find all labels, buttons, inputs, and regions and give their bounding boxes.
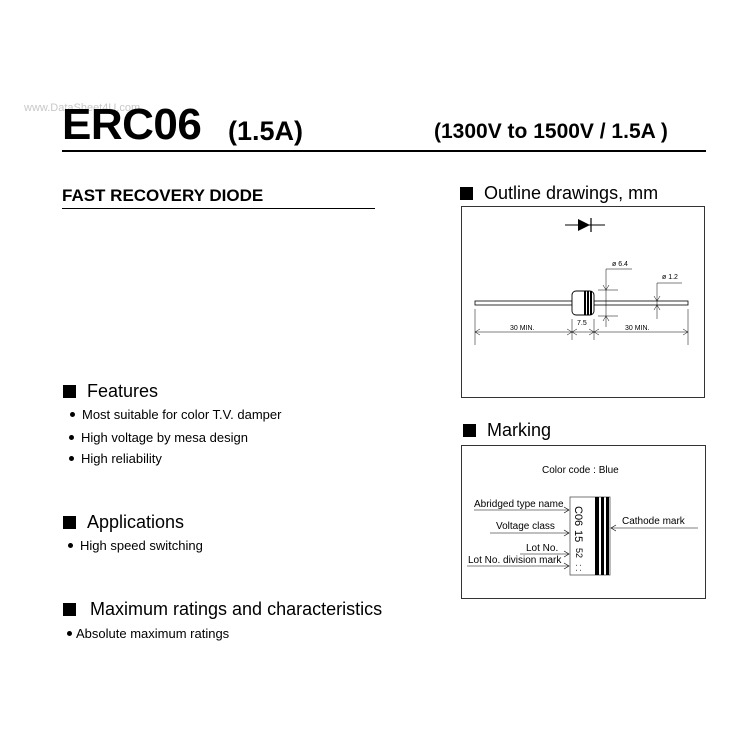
lot-no-label: Lot No. <box>526 543 559 554</box>
feature-text: High reliability <box>81 451 162 466</box>
subtitle-divider <box>62 208 375 209</box>
square-bullet-icon <box>463 424 476 437</box>
color-code-label: Color code : Blue <box>542 465 619 476</box>
lead-left-length-label: 30 MIN. <box>510 325 535 332</box>
applications-heading: Applications <box>63 512 184 533</box>
title-divider <box>62 150 706 152</box>
diode-outline-drawing: ø 6.4 ø 1.2 30 MIN. 7.5 30 MIN. <box>474 218 689 345</box>
marking-heading-label: Marking <box>487 420 552 440</box>
lot-division-label: Lot No. division mark <box>468 555 562 566</box>
feature-item: Most suitable for color T.V. damper <box>70 407 281 422</box>
current-rating: (1.5A) <box>228 116 304 146</box>
feature-text: Most suitable for color T.V. damper <box>82 407 282 422</box>
features-heading-label: Features <box>87 381 159 401</box>
rating-text: Absolute maximum ratings <box>76 626 230 641</box>
features-heading: Features <box>63 381 158 402</box>
marking-heading: Marking <box>463 420 551 441</box>
lead-diameter-label: ø 1.2 <box>662 274 678 281</box>
abridged-type-name-label: Abridged type name <box>474 499 564 510</box>
outline-drawing-box: ø 6.4 ø 1.2 30 MIN. 7.5 30 MIN. <box>461 206 705 398</box>
diode-symbol-icon <box>565 218 605 232</box>
watermark: www.DataSheet4U.com <box>24 102 141 114</box>
lot-code: 52 <box>574 548 584 558</box>
part-number-title: ERC06 <box>62 100 202 149</box>
application-text: High speed switching <box>80 538 203 553</box>
marking-diagram-box: Color code : Blue C06 15 52 : : Abridged… <box>461 445 706 599</box>
body-length-label: 7.5 <box>577 320 587 327</box>
square-bullet-icon <box>63 385 76 398</box>
ratings-heading-label: Maximum ratings and characteristics <box>90 599 383 619</box>
outline-heading-label: Outline drawings, mm <box>484 183 659 203</box>
voltage-class-label: Voltage class <box>496 521 555 532</box>
lead-right-length-label: 30 MIN. <box>625 325 650 332</box>
bullet-dot-icon <box>67 631 72 636</box>
feature-text: High voltage by mesa design <box>81 430 248 445</box>
rating-item: Absolute maximum ratings <box>67 626 229 641</box>
bullet-dot-icon <box>68 543 73 548</box>
device-type-subtitle: FAST RECOVERY DIODE <box>62 186 264 205</box>
outline-heading: Outline drawings, mm <box>460 183 658 204</box>
feature-item: High reliability <box>69 451 162 466</box>
square-bullet-icon <box>63 516 76 529</box>
square-bullet-icon <box>63 603 76 616</box>
type-code: C06 <box>572 506 584 526</box>
voltage-code: 15 <box>572 530 584 542</box>
body-diameter-label: ø 6.4 <box>612 261 628 268</box>
bullet-dot-icon <box>70 412 75 417</box>
bullet-dot-icon <box>69 456 74 461</box>
applications-heading-label: Applications <box>87 512 185 532</box>
cathode-mark-label: Cathode mark <box>622 516 685 527</box>
ratings-heading: Maximum ratings and characteristics <box>63 599 382 620</box>
feature-item: High voltage by mesa design <box>69 430 248 445</box>
voltage-range: (1300V to 1500V / 1.5A ) <box>434 120 668 143</box>
square-bullet-icon <box>460 187 473 200</box>
division-mark: : : <box>574 564 584 572</box>
bullet-dot-icon <box>69 435 74 440</box>
application-item: High speed switching <box>68 538 203 553</box>
marking-diagram: C06 15 52 : : <box>467 496 698 576</box>
